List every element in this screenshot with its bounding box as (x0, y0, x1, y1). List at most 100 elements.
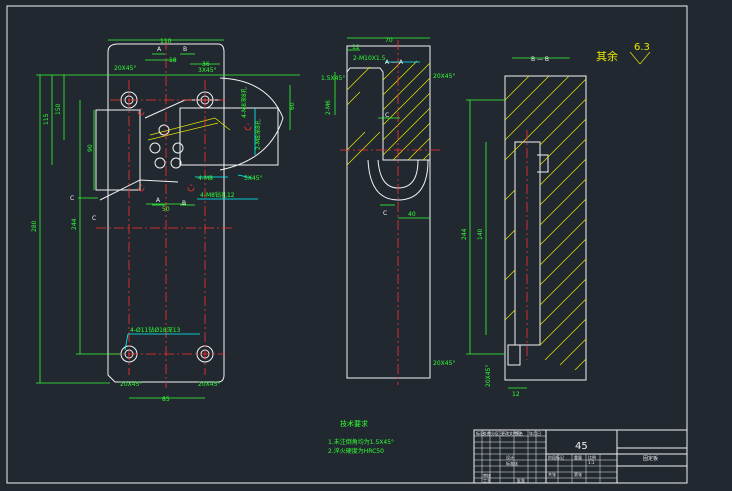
dim-3x45: 3X45° (198, 67, 217, 74)
dim-20x45-a: 20X45° (114, 65, 136, 72)
tb-cell-approve: 批准 (517, 477, 525, 483)
section-label-b-bottom: B (182, 200, 186, 207)
dim-140: 140 (477, 228, 484, 240)
dim-85: 85 (162, 396, 170, 403)
tb-cell-sheet-no: 第张 (574, 471, 582, 477)
dim-12: 12 (352, 44, 360, 51)
tb-cell-stage: 阶段标记 (548, 454, 564, 460)
dim-244-side: 244 (461, 228, 468, 240)
section-a-hatch (346, 60, 431, 166)
dim-40: 40 (408, 211, 416, 218)
notes-line-2: 2.淬火硬度为HRC50 (328, 447, 384, 455)
section-label-a-top: A (157, 46, 162, 53)
tb-cell-sign: 签名 (515, 430, 523, 436)
pin-hole-1 (158, 124, 170, 136)
notes-title: 技术要求 (340, 419, 368, 428)
front-slope-top (144, 99, 220, 119)
roughness-symbol-icon (629, 51, 651, 65)
section-b-view (466, 57, 587, 389)
dim-36: 36 (202, 61, 210, 68)
section-b-step (537, 154, 549, 173)
tap-hole-1 (137, 108, 145, 116)
dim-20x45-b: 20X45° (120, 381, 142, 388)
tb-cell-change: 更改文件号 (501, 430, 521, 436)
title-block-frame (473, 429, 688, 484)
title-block: 设计 标准化 审核 工艺 批准 阶段标记 重量 比例 1:1 共张 第张 标记 … (473, 429, 688, 484)
section-b-foot (507, 344, 521, 366)
dim-2-m10: 2-M10X1.5 (353, 55, 386, 62)
section-label-c-left: C (70, 195, 74, 202)
front-pocket-right (179, 107, 279, 166)
dim-70: 70 (385, 37, 393, 44)
title-block-grid (474, 430, 617, 483)
front-hatch-strip (149, 117, 231, 136)
section-title-bb: B — B (531, 56, 549, 63)
dim-4-m8: 4-M8 (198, 175, 213, 182)
dim-2-m6: 2-M6 (325, 100, 332, 115)
dim-1-5x45: 1.5X45° (321, 75, 345, 82)
dim-20x45-e: 20X45° (433, 360, 455, 367)
dim-90: 90 (87, 144, 94, 152)
tb-cell-total-sheets: 共张 (548, 471, 556, 477)
roughness-value: 6.3 (634, 42, 650, 53)
notes-line-1: 1.未注倒角均为1.5X45° (328, 438, 394, 446)
section-b-hatch (504, 75, 587, 371)
section-a-pocket (346, 67, 430, 161)
section-b-slot (514, 141, 541, 346)
section-label-b-top: B (183, 46, 187, 53)
tb-cell-design: 设计 (506, 454, 514, 460)
drawing-frame (6, 5, 688, 484)
tap-hole-2 (137, 184, 145, 192)
tb-cell-mark: 标记 (476, 430, 484, 436)
tb-cell-date: 年月日 (529, 430, 541, 436)
tb-cell-process: 工艺 (483, 478, 491, 483)
dim-110: 110 (160, 38, 172, 45)
front-pocket-left (95, 109, 141, 191)
front-arc-boss (219, 77, 284, 171)
front-slope-bottom (99, 179, 179, 201)
front-view (36, 39, 300, 399)
dim-115: 115 (43, 113, 50, 125)
leader-chamfer (237, 174, 253, 179)
dim-2-m8: 2-M8深8孔 (254, 119, 262, 150)
dim-50: 50 (162, 206, 170, 213)
pin-hole-5 (170, 157, 182, 169)
dim-12-side: 12 (512, 391, 520, 398)
tb-scale-value: 1:1 (588, 460, 595, 465)
dim-4-m8-12: 4-M8钻孔12 (200, 191, 235, 199)
dim-20x45-d: 20X45° (433, 73, 455, 80)
tb-cell-zone: 分区 (491, 430, 499, 436)
front-view-outline (107, 43, 225, 383)
section-a-view (334, 37, 440, 385)
pin-hole-4 (154, 157, 166, 169)
front-hatch-line (147, 122, 219, 141)
tb-cell-review: 审核 (483, 472, 491, 478)
roughness-note: 其余 (596, 49, 618, 63)
dim-20x45-f: 20X45° (485, 365, 492, 387)
section-label-c-mid-bottom: C (383, 210, 387, 217)
section-label-c-left-lower: C (92, 215, 96, 222)
dim-4-11: 4-Ø11钻Ø18深13 (130, 326, 181, 334)
tb-cell-scale: 比例 (588, 454, 596, 460)
tb-cell-standard: 标准化 (506, 460, 518, 466)
dim-4-m8-8: 4-M8深8孔 (240, 87, 248, 118)
section-b-outline (504, 75, 587, 381)
section-a-outline (346, 45, 431, 379)
pin-hole-3 (172, 142, 184, 154)
dim-20x45-c: 20X45° (198, 381, 220, 388)
tap-hole-4 (244, 123, 252, 131)
tb-cell-count: 处数 (483, 430, 491, 436)
dim-5x45: 5X45° (244, 175, 263, 182)
dim-18: 18 (169, 57, 177, 64)
dim-150: 150 (55, 103, 62, 115)
section-label-a-bottom: A (156, 197, 161, 204)
section-a-arc-outer (367, 159, 429, 201)
dim-244: 244 (71, 218, 78, 230)
tb-cell-weight: 重量 (574, 454, 582, 460)
dim-60: 60 (289, 102, 296, 110)
tb-material: 45 (575, 441, 588, 452)
pin-hole-2 (149, 142, 161, 154)
tb-part-name: 固定板 (643, 455, 658, 462)
